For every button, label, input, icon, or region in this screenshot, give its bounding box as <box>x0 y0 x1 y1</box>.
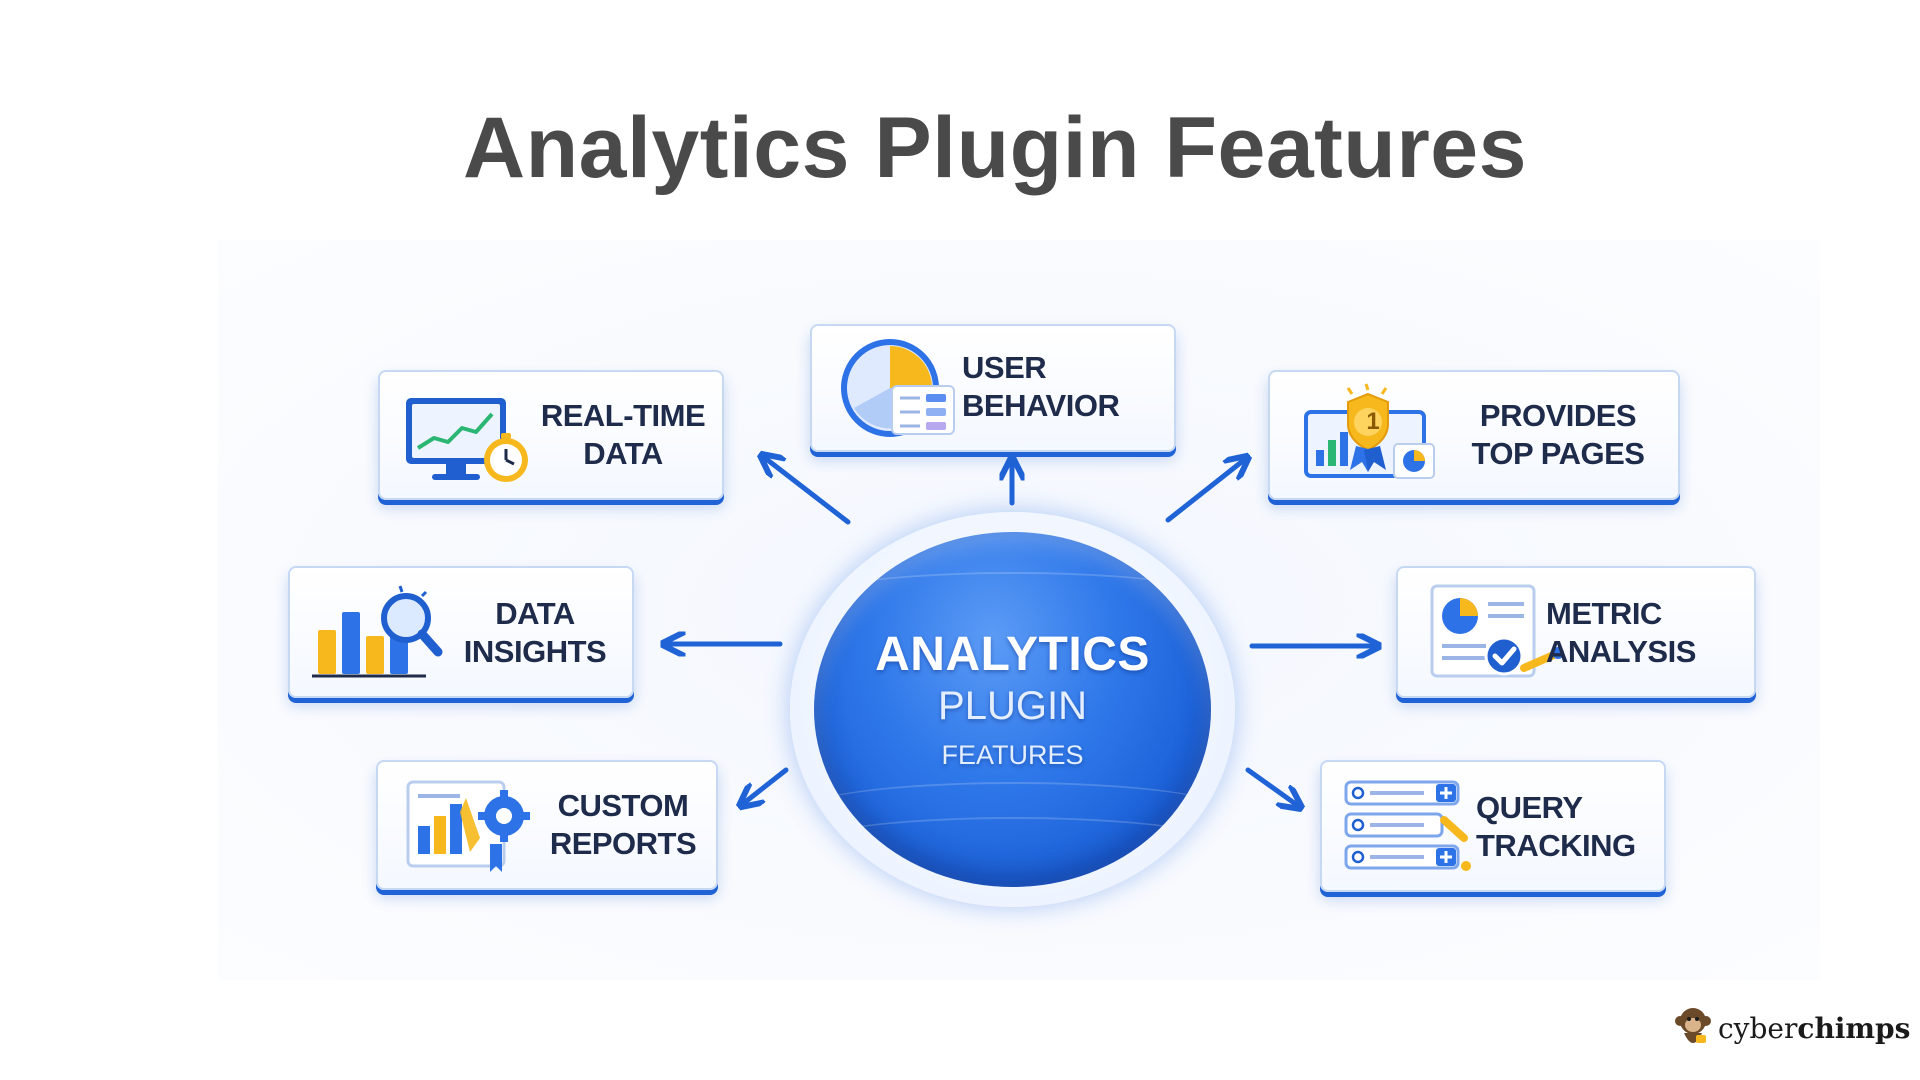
award-badge-dashboard-icon <box>1304 383 1435 479</box>
page-title: Analytics Plugin Features <box>463 100 1527 196</box>
feature-card-metric-analysis: METRIC ANALYSIS <box>1396 566 1756 698</box>
hub-wave <box>814 817 1211 879</box>
hub-sphere: ANALYTICS PLUGIN FEATURES <box>814 532 1211 887</box>
feature-line-1: USER <box>962 350 1047 385</box>
hub-caption: FEATURES <box>941 740 1084 770</box>
feature-label-top-pages: PROVIDES TOP PAGES <box>1460 386 1656 484</box>
hub-title: ANALYTICS <box>875 628 1150 681</box>
feature-line-1: REAL-TIME <box>540 398 706 433</box>
chimp-mascot-icon <box>1675 1008 1711 1043</box>
hub-wave <box>814 782 1211 844</box>
feature-card-user-behavior: USER BEHAVIOR <box>810 324 1176 452</box>
feature-card-query-tracking: QUERY TRACKING <box>1320 760 1666 892</box>
feature-line-1: PROVIDES <box>1479 398 1637 433</box>
arrow-to-top-pages <box>1165 460 1244 523</box>
arrow-to-query-tracking <box>1245 767 1297 805</box>
feature-label-query-tracking: QUERY TRACKING <box>1476 778 1646 876</box>
feature-line-1: DATA <box>495 596 575 631</box>
feature-label-realtime-data: REAL-TIME DATA <box>530 386 716 484</box>
feature-line-1: QUERY <box>1476 790 1583 825</box>
feature-line-2: DATA <box>583 436 663 471</box>
search-bars-icon <box>1344 780 1471 871</box>
hub-subtitle: PLUGIN <box>938 684 1087 728</box>
pie-chart-list-icon <box>841 339 955 437</box>
feature-card-realtime-data: REAL-TIME DATA <box>378 370 724 500</box>
feature-card-custom-reports: CUSTOM REPORTS <box>376 760 718 890</box>
feature-label-metric-analysis: METRIC ANALYSIS <box>1546 584 1736 682</box>
monitor-clock-icon <box>406 398 528 482</box>
brand-name-part2: chimps <box>1797 1011 1911 1045</box>
hub-wave <box>814 572 1211 634</box>
arrow-to-custom-reports <box>744 767 789 803</box>
feature-line-2: TRACKING <box>1476 828 1636 863</box>
feature-label-custom-reports: CUSTOM REPORTS <box>538 776 708 874</box>
badge-number: 1 <box>1366 408 1380 435</box>
analytics-hub: ANALYTICS PLUGIN FEATURES <box>790 512 1235 907</box>
feature-card-data-insights: DATA INSIGHTS <box>288 566 634 698</box>
feature-line-2: TOP PAGES <box>1471 436 1645 471</box>
feature-card-top-pages: 1 PROVIDES TOP PAGES <box>1268 370 1680 500</box>
feature-label-user-behavior: USER BEHAVIOR <box>962 340 1120 434</box>
arrow-to-realtime <box>765 458 851 525</box>
feature-line-2: BEHAVIOR <box>962 388 1120 423</box>
feature-line-2: INSIGHTS <box>463 634 607 669</box>
feature-line-2: ANALYSIS <box>1546 634 1696 669</box>
feature-line-1: CUSTOM <box>557 788 689 823</box>
report-chart-gear-icon <box>406 780 530 872</box>
bar-chart-magnifier-icon <box>312 585 443 678</box>
feature-line-1: METRIC <box>1546 596 1662 631</box>
report-checkmark-icon <box>1430 584 1564 678</box>
brand-name-part1: cyber <box>1718 1011 1798 1045</box>
feature-line-2: REPORTS <box>549 826 697 861</box>
feature-label-data-insights: DATA INSIGHTS <box>450 584 620 682</box>
